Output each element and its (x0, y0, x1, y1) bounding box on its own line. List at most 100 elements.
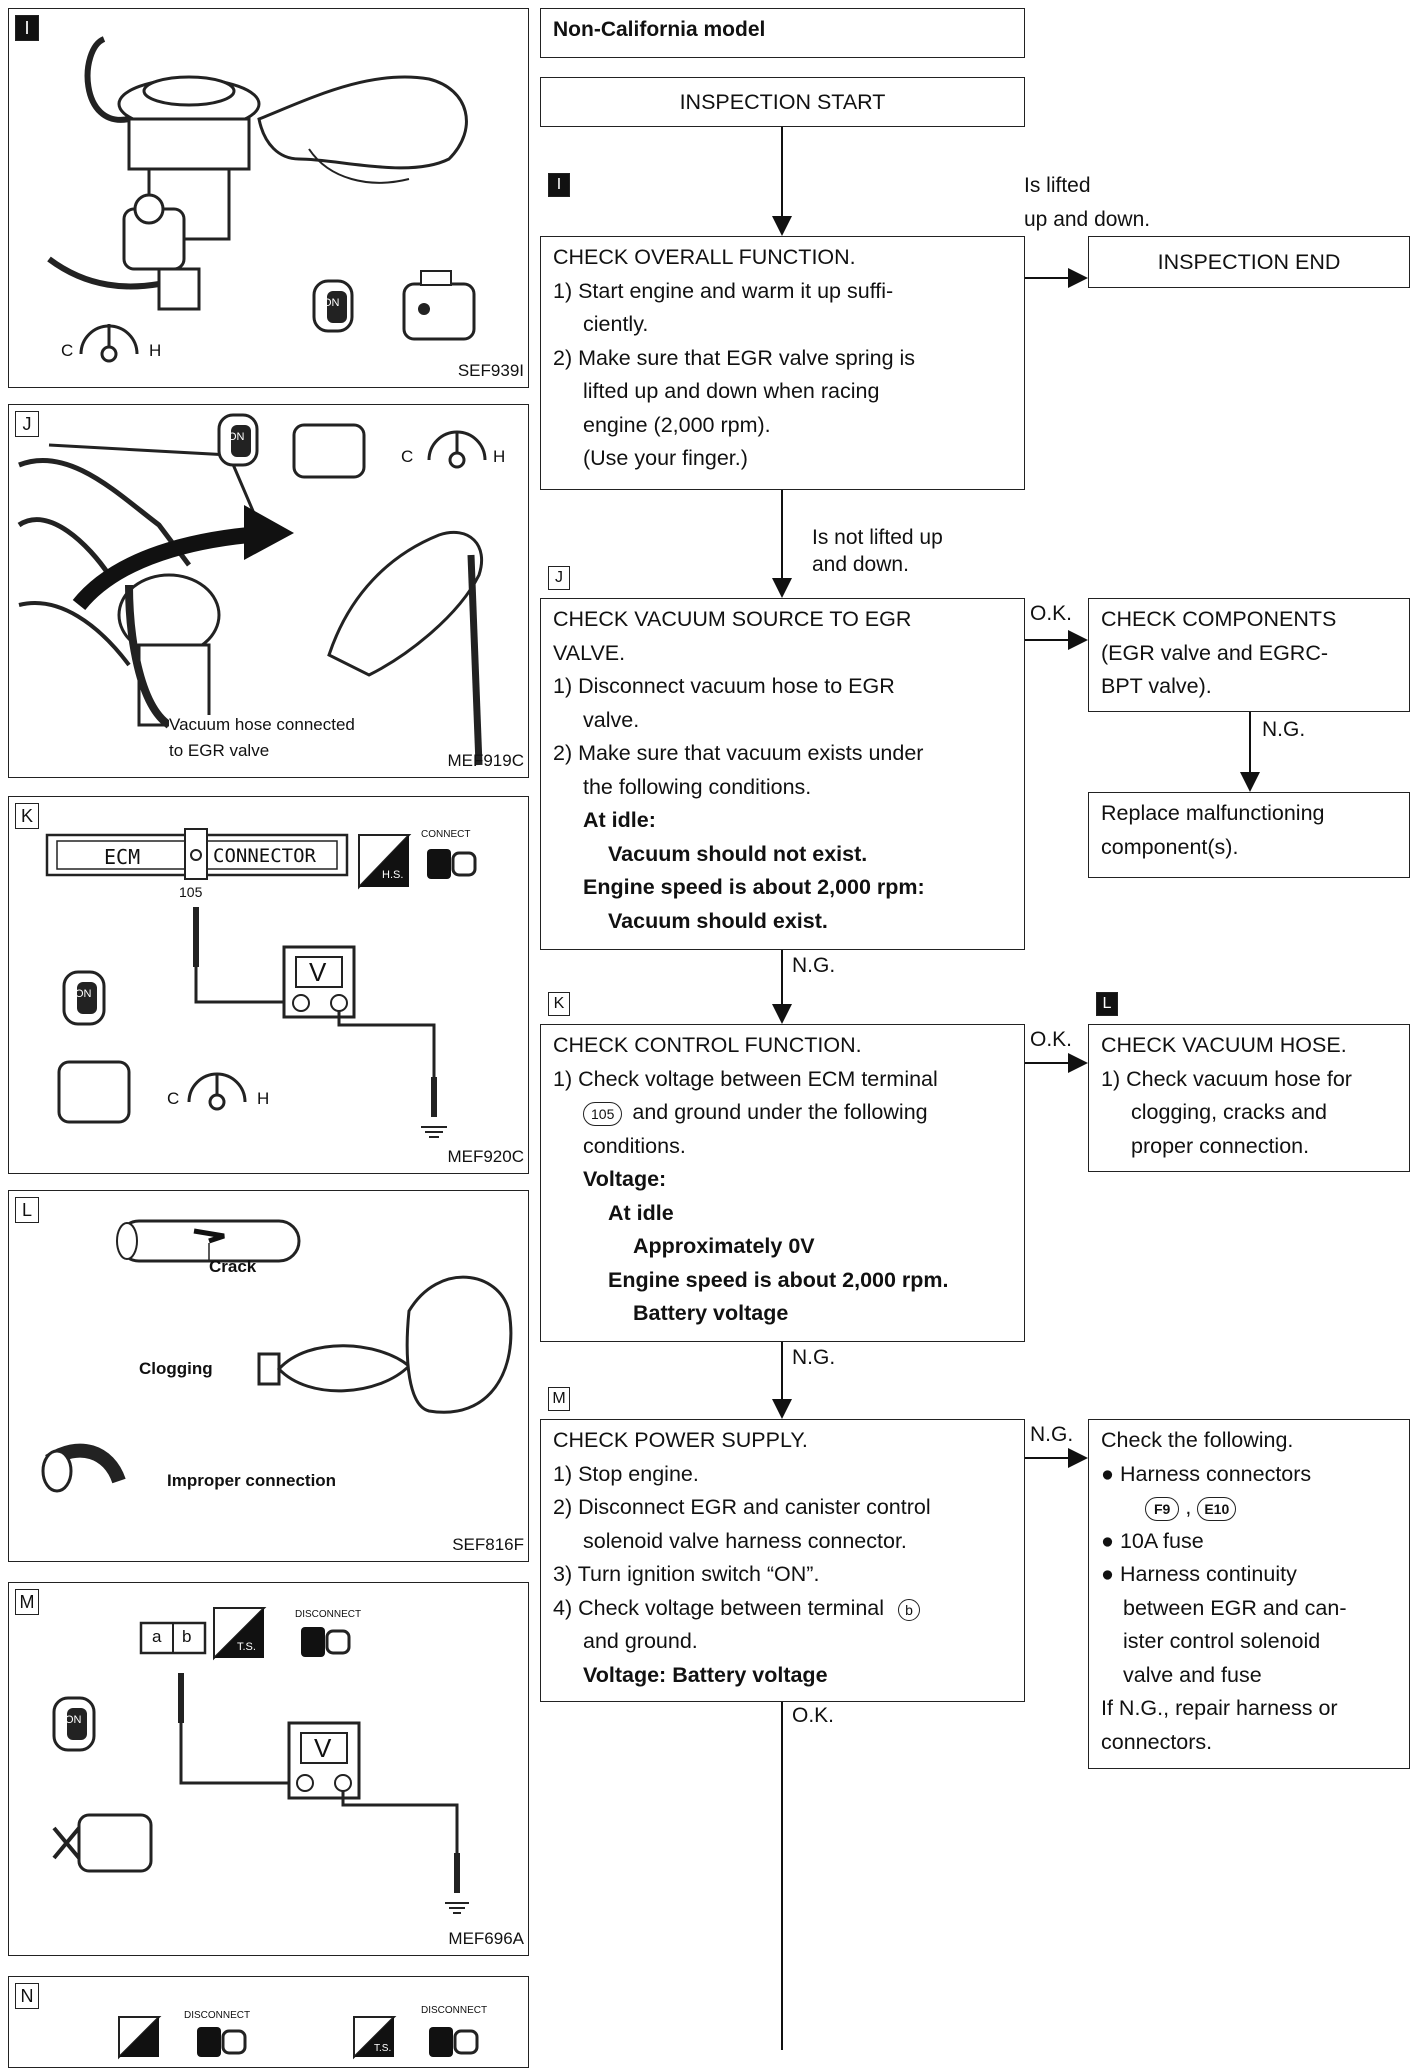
caption-line-1: Vacuum hose connected (169, 715, 355, 735)
condition-line: At idle (608, 1200, 674, 1225)
step-marker-l: L (1096, 992, 1118, 1016)
box-title: CHECK COMPONENTS (1101, 607, 1337, 631)
figure-code: MEF919C (447, 751, 524, 770)
gauge-cold-label: C (167, 1089, 180, 1108)
bullet-item: ● Harness connectors (1101, 1461, 1312, 1486)
step-line: component(s). (1101, 834, 1239, 859)
condition-line: At idle: (583, 808, 656, 832)
ecm-connector-illustration (45, 828, 477, 1138)
model-heading-box: Non-California model (540, 8, 1025, 58)
condition-line: Engine speed is about 2,000 rpm: (583, 875, 925, 899)
step-line-text: and ground under the following (632, 1100, 928, 1124)
edge-label-ok-k: O.K. (1030, 1028, 1073, 1051)
figure-n-illustration (118, 2016, 479, 2060)
check-following-box: Check the following. ● Harness connector… (1088, 1419, 1410, 1769)
step-line-text: 4) Check voltage between terminal (553, 1595, 885, 1620)
gauge-hot-label: H (493, 447, 506, 466)
box-title: CHECK OVERALL FUNCTION. (553, 245, 856, 269)
connector-separator: , (1185, 1495, 1192, 1519)
repair-note: connectors. (1101, 1729, 1213, 1754)
key-on-label: ON (323, 297, 340, 309)
figure-letter: N (15, 1983, 39, 2009)
ts-label: T.S. (374, 2043, 392, 2054)
step-line: (Use your finger.) (583, 446, 748, 470)
step-line: 1) Check vacuum hose for (1101, 1066, 1352, 1091)
condition-line: Engine speed is about 2,000 rpm. (608, 1267, 949, 1292)
model-heading: Non-California model (553, 18, 766, 41)
step-marker-k: K (548, 992, 570, 1016)
step-marker-m: M (548, 1387, 570, 1411)
bullet-cont: ister control solenoid (1123, 1629, 1321, 1653)
terminal-b-label: b (182, 1627, 192, 1646)
edge-label-ok-j: O.K. (1030, 602, 1073, 625)
step-line: BPT valve). (1101, 674, 1212, 698)
step-line: 4) Check voltage between terminal b (553, 1592, 1012, 1626)
condition-line: Battery voltage (633, 1301, 789, 1325)
ecm-label: ECM (104, 845, 141, 869)
figure-vacuum-hose-conditions: L Crack Clogging Improper connection SEF… (8, 1190, 529, 1562)
step-line: and ground. (583, 1629, 698, 1653)
crack-label: Crack (209, 1257, 257, 1276)
edge-label-ng-j: N.G. (792, 954, 836, 977)
figure-ecm-voltage-check: K ECM CONNECTOR 105 H.S. CONNECT (8, 796, 529, 1174)
step-line: Replace malfunctioning (1101, 801, 1325, 825)
edge-label-lifted-1: Is lifted (1024, 174, 1091, 197)
figure-letter: I (15, 15, 39, 41)
connector-label: CONNECTOR (213, 845, 316, 867)
inspection-end-box: INSPECTION END (1088, 236, 1410, 288)
figure-egr-valve-finger-check: I C H ON SEF939I (8, 8, 529, 388)
step-line: solenoid valve harness connector. (583, 1528, 907, 1553)
clogging-label: Clogging (139, 1359, 213, 1378)
bullet-text: Harness continuity (1119, 1562, 1297, 1586)
step-line: ciently. (583, 312, 649, 336)
box-title-cont: VALVE. (553, 640, 626, 665)
step-line: 3) Turn ignition switch “ON”. (553, 1562, 820, 1586)
step-line: 105 and ground under the following (553, 1096, 1012, 1130)
voltmeter-label: V (314, 1733, 332, 1763)
step-line: 1) Check voltage between ECM terminal (553, 1066, 938, 1091)
check-control-function-box: CHECK CONTROL FUNCTION. 1) Check voltage… (540, 1024, 1025, 1342)
voltmeter-label: V (309, 957, 327, 987)
terminal-a-label: a (152, 1627, 162, 1646)
bullet-item: ● 10A fuse (1101, 1528, 1204, 1553)
vacuum-hose-illustration (17, 413, 487, 766)
figure-code: SEF816F (452, 1535, 524, 1554)
egr-valve-illustration (47, 36, 476, 363)
figure-code: MEF696A (448, 1929, 524, 1948)
condition-line: Voltage: (583, 1167, 667, 1191)
step-line: 2) Make sure that EGR valve spring is (553, 345, 916, 370)
bullet-item: ● Harness continuity (1101, 1562, 1297, 1586)
check-vacuum-hose-box: CHECK VACUUM HOSE. 1) Check vacuum hose … (1088, 1024, 1410, 1172)
voltage-spec: Voltage: Battery voltage (583, 1662, 828, 1687)
box-title: CHECK VACUUM SOURCE TO EGR (553, 607, 912, 631)
condition-line: Vacuum should not exist. (608, 841, 868, 866)
edge-label-ng-m: N.G. (1030, 1423, 1074, 1446)
figure-code: MEF920C (447, 1147, 524, 1166)
gauge-cold-label: C (401, 447, 414, 466)
connector-badge-e10: E10 (1197, 1497, 1237, 1521)
step-line: the following conditions. (583, 774, 812, 799)
repair-note: If N.G., repair harness or (1101, 1696, 1338, 1720)
ecm-terminal-badge: 105 (583, 1102, 623, 1126)
bullet-text: 10A fuse (1119, 1528, 1204, 1553)
disconnect-label-2: DISCONNECT (421, 2005, 488, 2016)
key-on-label: ON (75, 988, 92, 1000)
gauge-hot-label: H (149, 341, 162, 360)
condition-line: Vacuum should exist. (608, 908, 828, 933)
step-line: 1) Disconnect vacuum hose to EGR (553, 674, 895, 698)
disconnect-label-1: DISCONNECT (184, 2010, 251, 2021)
step-line: 1) Start engine and warm it up suffi- (553, 278, 894, 303)
box-title: CHECK VACUUM HOSE. (1101, 1033, 1347, 1057)
key-on-label: ON (65, 1714, 82, 1726)
caption-line-2: to EGR valve (169, 741, 270, 761)
hs-label: H.S. (382, 869, 404, 881)
inspection-start-label: INSPECTION START (679, 90, 886, 114)
box-title: CHECK CONTROL FUNCTION. (553, 1033, 862, 1057)
edge-label-ng-components: N.G. (1262, 718, 1306, 741)
edge-label-ng-k: N.G. (792, 1346, 836, 1369)
power-supply-illustration (52, 1607, 469, 1914)
step-marker-j: J (548, 566, 570, 590)
edge-label-ok-m: O.K. (792, 1704, 835, 1727)
terminal-b-badge: b (898, 1598, 921, 1621)
